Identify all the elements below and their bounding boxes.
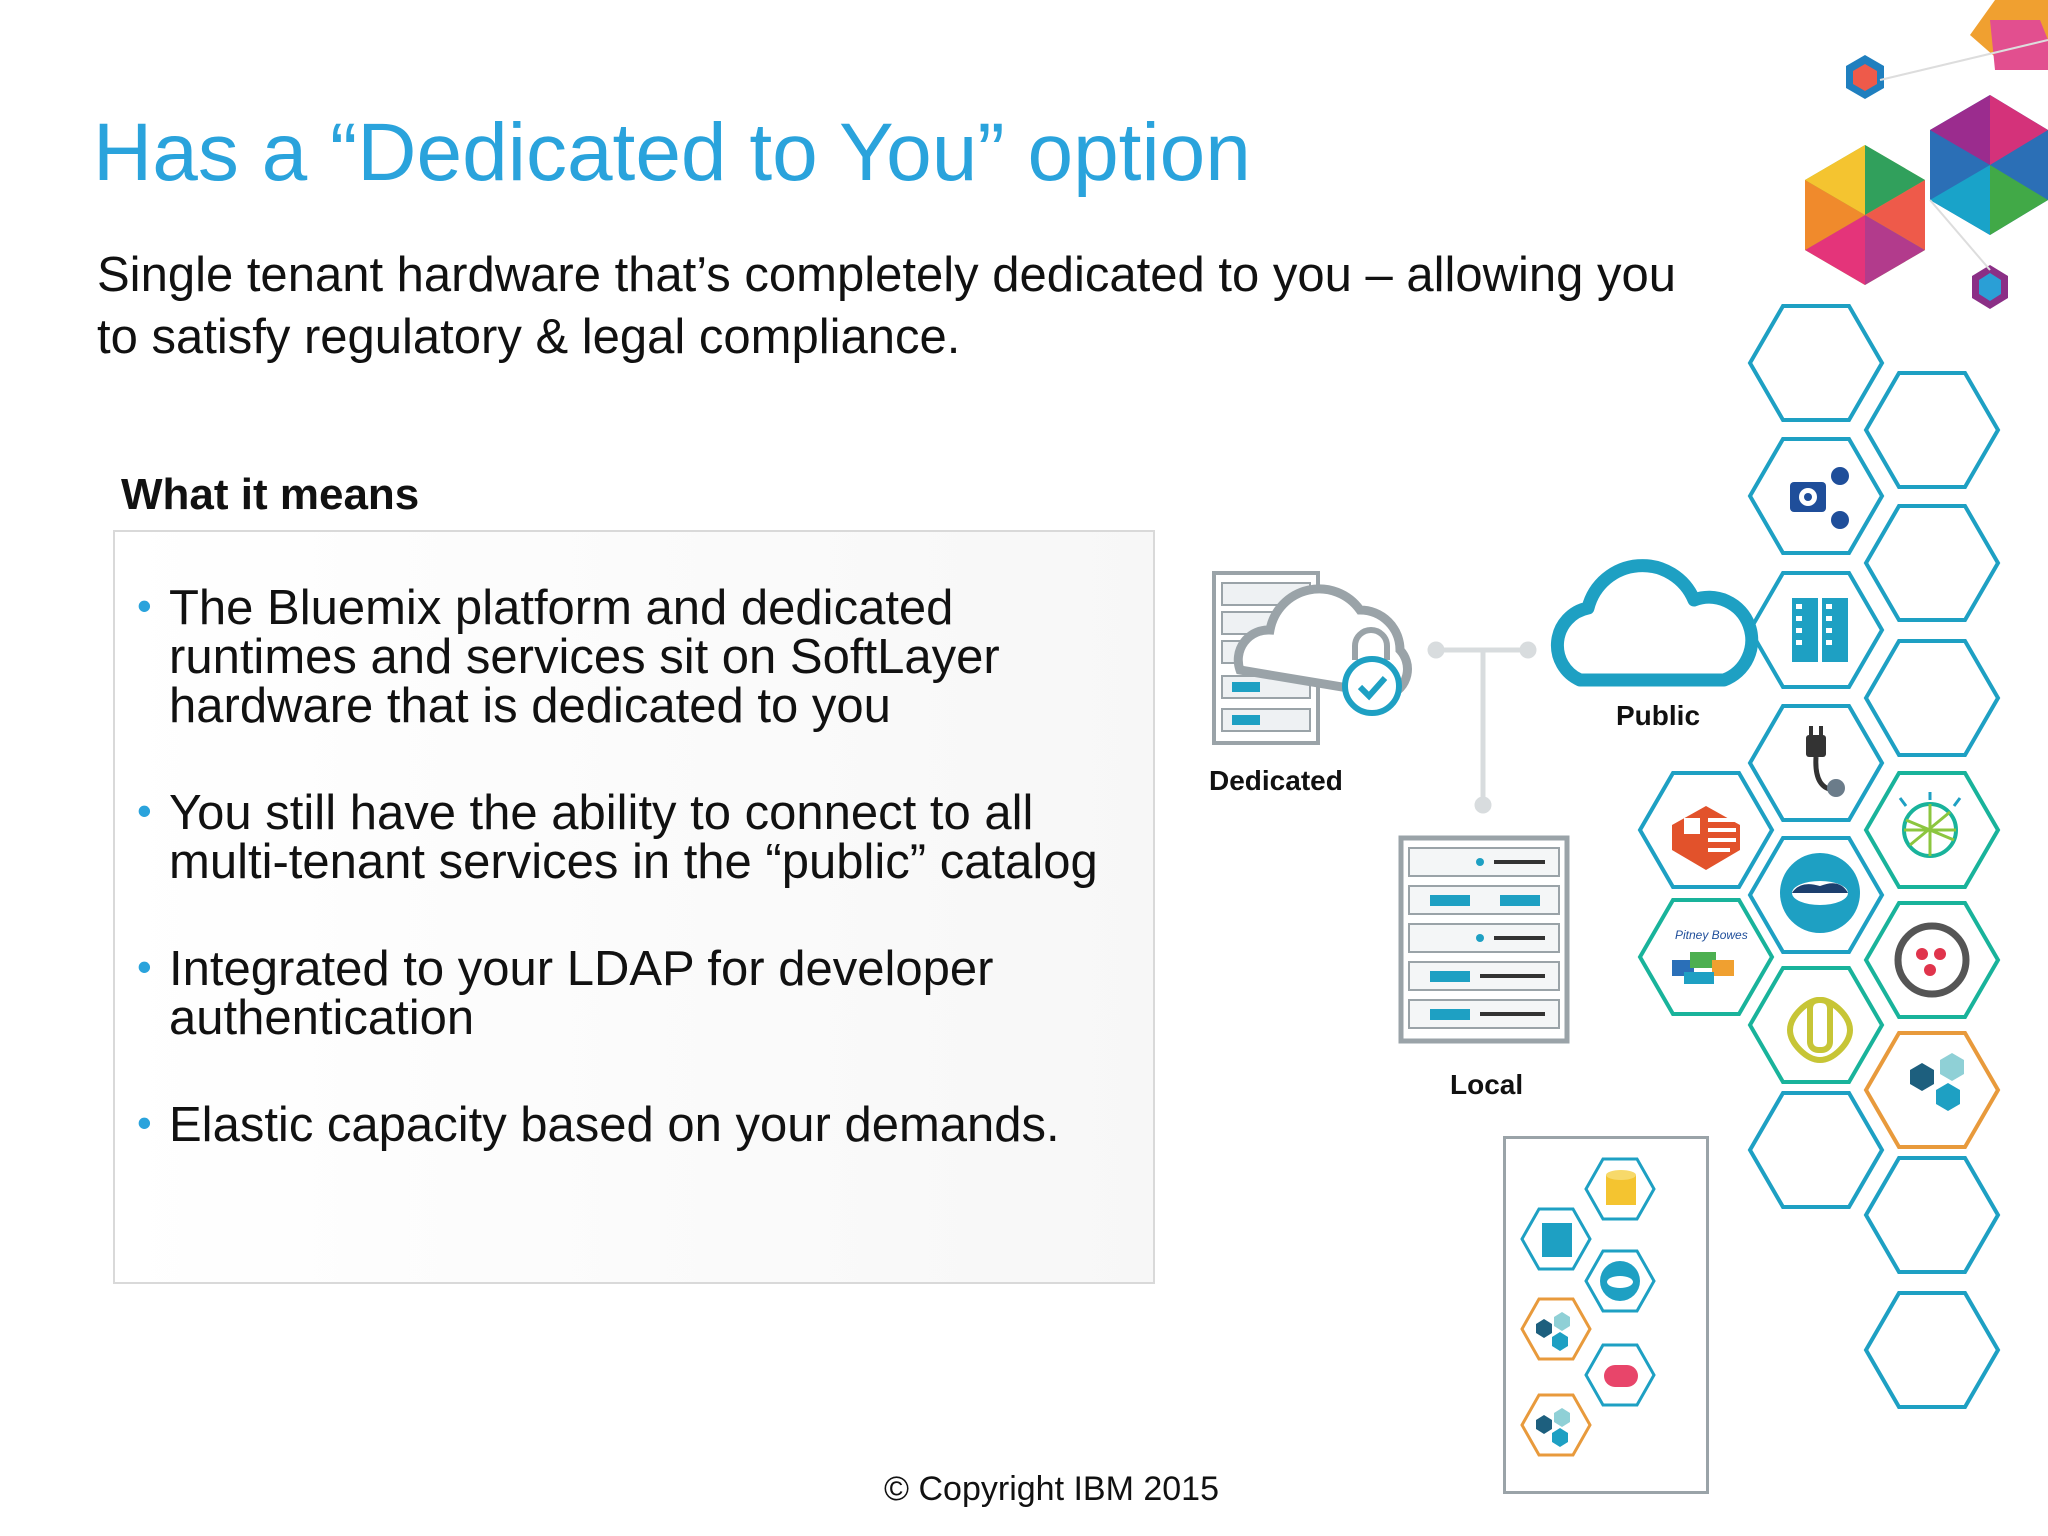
public-cloud-icon (1550, 559, 1759, 687)
public-label: Public (1616, 700, 1701, 731)
pitney-bowes-logo-text: Pitney Bowes (1675, 928, 1748, 942)
bullet-text: You still have the ability to connect to… (169, 786, 1098, 889)
network-globe-icon (1898, 792, 1962, 858)
orbit-dots-icon (1894, 922, 1970, 998)
hex-cluster-icon (1910, 1053, 1964, 1111)
bullet-dot: • (137, 1099, 152, 1146)
hexagon-column (1637, 304, 2001, 1409)
server-grid-icon (1792, 598, 1848, 662)
copyright-footer: © Copyright IBM 2015 (884, 1470, 1219, 1508)
bullet-list: • The Bluemix platform and dedicated runt… (137, 581, 1147, 1208)
bullet-item: • You still have the ability to connect t… (137, 786, 1147, 889)
bullet-item: • The Bluemix platform and dedicated runt… (137, 581, 1147, 733)
bullet-item: • Elastic capacity based on your demands. (137, 1098, 1147, 1152)
cloud-database-icon (1780, 853, 1860, 933)
plug-icon (1806, 726, 1845, 797)
server-grid-icon (1542, 1223, 1572, 1257)
chip-gear-icon (1790, 467, 1849, 529)
hex-cluster-icon (1536, 1312, 1570, 1351)
cloud-database-icon (1600, 1261, 1640, 1301)
bullet-dot: • (137, 943, 152, 990)
local-label: Local (1450, 1069, 1524, 1100)
bullet-text: The Bluemix platform and dedicated runti… (169, 581, 1000, 733)
bullet-text: Elastic capacity based on your demands. (169, 1098, 1060, 1152)
knot-icon (1787, 997, 1853, 1063)
pill-badge-icon (1604, 1365, 1638, 1387)
service-catalog-box (1503, 1136, 1709, 1494)
lock-check-icon (1342, 627, 1402, 716)
bullet-box: • The Bluemix platform and dedicated runt… (113, 530, 1155, 1284)
bullet-dot: • (137, 787, 152, 834)
database-icon (1606, 1170, 1636, 1205)
bullet-text: Integrated to your LDAP for developer au… (169, 942, 994, 1045)
slide-title: Has a “Dedicated to You” option (93, 107, 1251, 198)
catalog-hexagons (1520, 1157, 1656, 1457)
orange-app-icon (1672, 806, 1740, 870)
section-heading: What it means (121, 470, 420, 519)
slide-subtitle: Single tenant hardware that’s completely… (97, 248, 1676, 364)
colorful-hexagon-cluster (1805, 0, 2048, 309)
connector-lines (1427, 641, 1537, 814)
hex-cluster-icon (1536, 1408, 1570, 1447)
bullet-dot: • (137, 582, 152, 629)
lego-blocks-icon (1672, 952, 1734, 984)
dedicated-label: Dedicated (1209, 765, 1343, 796)
bullet-item: • Integrated to your LDAP for developer a… (137, 942, 1147, 1045)
local-server-rack-icon (1398, 835, 1570, 1044)
